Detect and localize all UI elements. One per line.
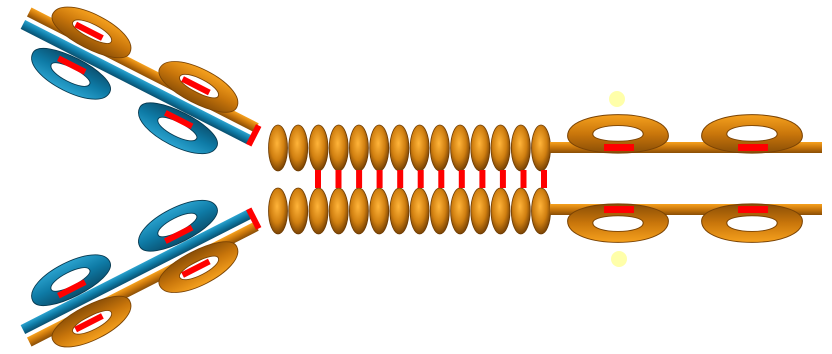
fc-disulfide-2 <box>738 144 768 151</box>
hinge-disulfide-bond <box>479 170 485 188</box>
hinge-disulfide-bond <box>315 170 321 188</box>
hinge-lower-bead <box>491 188 510 234</box>
fc-region <box>550 91 822 267</box>
hinge-disulfide-bond <box>418 170 424 188</box>
hinge-upper-bead <box>451 125 470 171</box>
hinge-disulfide-bond <box>521 170 527 188</box>
hinge-lower-bead <box>349 188 368 234</box>
hinge-upper-bead <box>511 125 530 171</box>
hinge-lower-bead <box>410 188 429 234</box>
hinge-upper-bead <box>289 125 308 171</box>
hinge-lower-bead <box>329 188 348 234</box>
hinge-upper-bead <box>269 125 288 171</box>
hinge-region <box>269 125 551 234</box>
hinge-upper-beads <box>269 125 551 171</box>
hinge-upper-bead <box>532 125 551 171</box>
hinge-lower-bead <box>289 188 308 234</box>
upper-fab-arm <box>5 0 273 178</box>
fc-disulfide-3 <box>604 206 634 213</box>
hinge-upper-bead <box>309 125 328 171</box>
hinge-upper-bead <box>430 125 449 171</box>
hinge-lower-bead <box>511 188 530 234</box>
hinge-disulfide-bond <box>438 170 444 188</box>
hinge-lower-bead <box>370 188 389 234</box>
hinge-upper-bead <box>410 125 429 171</box>
hinge-lower-bead <box>451 188 470 234</box>
hinge-disulfide-bond <box>377 170 383 188</box>
glycan-lower <box>611 251 627 267</box>
hinge-lower-bead <box>309 188 328 234</box>
hinge-disulfide-bond <box>500 170 506 188</box>
hinge-lower-bead <box>390 188 409 234</box>
hinge-upper-bead <box>370 125 389 171</box>
hinge-lower-bead <box>430 188 449 234</box>
hinge-upper-bead <box>471 125 490 171</box>
fc-disulfide-1 <box>604 144 634 151</box>
hinge-disulfide-bond <box>336 170 342 188</box>
hinge-lower-bead <box>269 188 288 234</box>
hinge-disulfide-bond <box>541 170 547 188</box>
hinge-upper-bead <box>390 125 409 171</box>
hinge-lower-beads <box>269 188 551 234</box>
hinge-upper-bead <box>349 125 368 171</box>
hinge-lower-bead <box>532 188 551 234</box>
fc-disulfide-4 <box>738 206 768 213</box>
lower-fab-arm <box>5 176 273 354</box>
hinge-disulfide-bonds <box>315 170 547 188</box>
hinge-disulfide-bond <box>397 170 403 188</box>
hinge-upper-bead <box>491 125 510 171</box>
hinge-disulfide-bond <box>356 170 362 188</box>
hinge-upper-bead <box>329 125 348 171</box>
hinge-lower-bead <box>471 188 490 234</box>
glycan-upper <box>609 91 625 107</box>
hinge-disulfide-bond <box>459 170 465 188</box>
